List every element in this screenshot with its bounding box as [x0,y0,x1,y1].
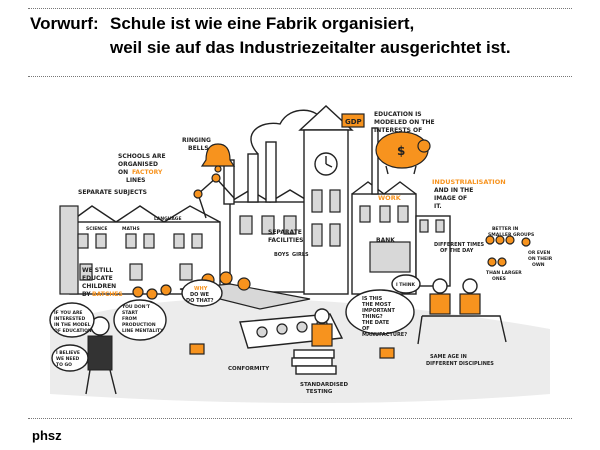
clock-tower [298,105,354,295]
label-interested-3: IN THE MODEL [54,322,91,328]
label-even-2: ON THEIR [528,256,553,262]
label-boys: BOYS [274,252,290,258]
label-larger-2: ONES [492,276,506,282]
label-same-age-2: DIFFERENT DISCIPLINES [426,361,494,367]
label-we-still-1: WE STILL [82,267,113,274]
label-it: IT. [434,203,442,210]
tag-icon [379,347,395,359]
label-language: LANGUAGE [154,216,182,222]
students-at-desk [417,278,507,345]
label-is-this-6: OF [362,326,370,332]
label-schools-2: ORGANISED [118,161,158,168]
label-standardised-1: STANDARDISED [300,382,349,388]
test-papers-stack [291,349,337,375]
label-education-2: MODELED ON THE [374,119,435,126]
label-industrialisation: INDUSTRIALISATION [432,178,506,186]
tag-icon [189,343,205,355]
label-education-3: INTERESTS OF [374,127,422,134]
robot-arm-icon [193,173,235,219]
piggy-bank-icon [375,131,431,175]
label-same-age-1: SAME AGE IN [430,354,467,360]
worker-figure [311,308,333,347]
label-we-still-3: CHILDREN [82,283,116,290]
label-is-this-2: THE MOST [362,302,392,308]
label-gdp: GDP [345,118,362,126]
label-is-this-4: THING? [362,314,383,320]
speech-bubbles [49,274,421,372]
label-why-1: WHY [194,286,208,292]
label-separate-2: FACILITIES [268,237,304,244]
title-prefix: Vorwurf: [30,14,99,33]
label-ringing: RINGING [182,137,211,144]
label-interested-1: IF YOU ARE [54,310,82,316]
label-bank: BANK [376,237,395,244]
label-dont-start-4: PRODUCTION [122,322,156,328]
label-is-this-1: IS THIS [362,296,383,302]
label-interested-4: OF EDUCATION [54,328,92,334]
label-dont-start-2: START [122,310,139,316]
label-image-of: IMAGE OF [434,195,467,202]
label-dont-start-5: LINE MENTALITY [122,328,164,334]
label-even-3: OWN [532,262,545,268]
label-separate-subjects: SEPARATE SUBJECTS [78,189,147,196]
label-is-this-5: THE DATE [362,320,390,326]
small-groups-icon [485,235,531,267]
label-dont-start-1: YOU DON'T [121,304,151,310]
label-and-in-the: AND IN THE [434,187,473,194]
label-standardised-2: TESTING [306,389,333,395]
label-is-this-3: IMPORTANT [362,308,395,314]
label-schools-1: SCHOOLS ARE [118,153,166,160]
label-schools-factory: FACTORY [132,169,163,176]
label-maths: MATHS [122,226,140,232]
label-we-still-batches: BATCHES [92,291,123,298]
label-work: WORK [378,194,402,202]
label-why-2: DO WE [190,292,210,298]
label-groups-1: BETTER IN [492,226,519,232]
label-dollar: $ [397,144,405,158]
label-why-3: DO THAT? [186,298,214,304]
speaker-figure [85,316,117,395]
label-we-still-by: BY [82,291,91,298]
label-conformity: CONFORMITY [228,366,270,372]
title-divider [28,76,572,77]
label-is-this-7: MANUFACTURE? [362,332,407,338]
gdp-sign [341,113,365,128]
label-i-think: I THINK [396,282,416,288]
label-schools-on: ON [118,169,128,176]
top-divider [28,8,572,9]
right-factory [351,127,451,295]
title-line-2: weil sie auf das Industriezeitalter ausg… [110,38,511,57]
label-education-1: EDUCATION IS [374,111,422,118]
label-even-1: OR EVEN [528,250,550,256]
factory-school-sketchnote: EDUCATION IS MODELED ON THE INTERESTS OF… [49,105,553,403]
label-diff-times-2: OF THE DAY [440,248,474,254]
title-line-1: Schule ist wie eine Fabrik organisiert, [110,14,415,33]
label-diff-times-1: DIFFERENT TIMES [434,242,485,248]
label-interested-2: INTERESTED [54,316,86,322]
label-believe-3: TO GO [56,362,72,368]
phsz-logo: phsz [32,428,62,443]
label-larger-1: THAN LARGER [486,270,522,276]
label-bells: BELLS [188,145,209,152]
label-dont-start-3: FROM [122,316,137,322]
label-believe-1: I BELIEVE [56,350,80,356]
footer-divider [28,418,572,419]
bell-icon [200,143,236,173]
label-science: SCIENCE [86,226,107,232]
label-groups-2: SMALLER GROUPS [488,232,534,238]
label-we-still-2: EDUCATE [82,275,113,282]
label-separate-1: SEPARATE [268,229,302,236]
label-believe-2: WE NEED [56,356,80,362]
label-girls: GIRLS [292,252,309,258]
label-schools-4: LINES [126,177,146,184]
